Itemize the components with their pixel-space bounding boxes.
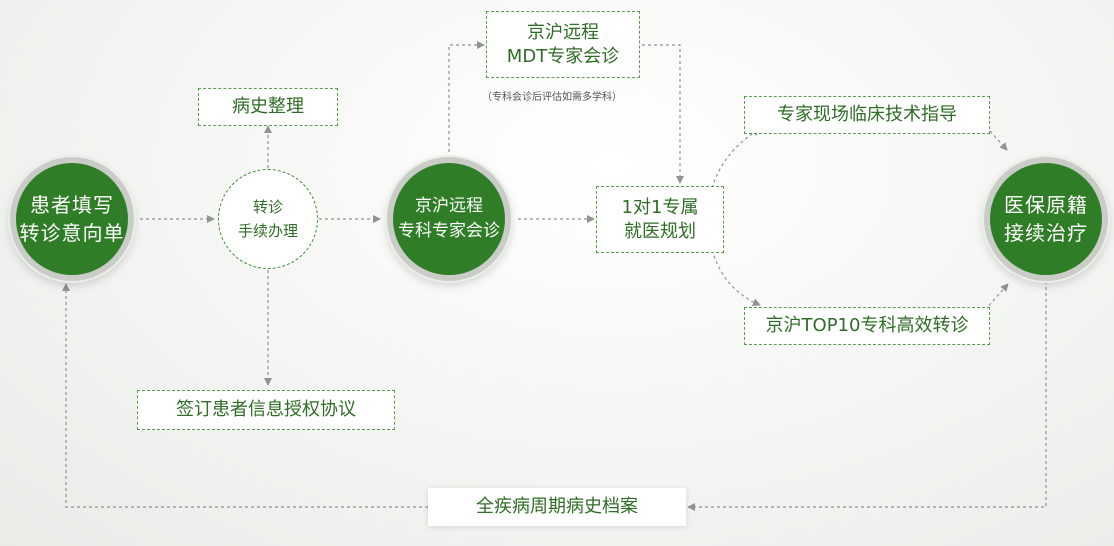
- sign-agreement-label: 签订患者信息授权协议: [176, 399, 356, 420]
- medical-insurance-line1: 医保原籍: [1004, 193, 1088, 217]
- history-sort-label: 病史整理: [232, 96, 304, 117]
- referral-line2: 手续办理: [237, 222, 298, 240]
- node-exclusive-plan: 1对1专属 就医规划: [596, 186, 724, 253]
- node-history-sort: 病史整理: [198, 88, 338, 126]
- connector-record-to-form: [62, 283, 428, 508]
- referral-line1: 转诊: [252, 198, 283, 216]
- patient-form-line2: 转诊意向单: [19, 221, 125, 245]
- connector-plan-to-top10: [711, 249, 761, 306]
- connector-mdt-to-plan: [642, 44, 684, 184]
- node-referral: 转诊 手续办理: [218, 169, 318, 269]
- node-patient-form: 患者填写 转诊意向单: [10, 157, 134, 281]
- node-onsite-guidance: 专家现场临床技术指导: [744, 96, 990, 134]
- exclusive-plan-line1: 1对1专属: [621, 196, 699, 218]
- top10-referral-label: 京沪TOP10专科高效转诊: [765, 315, 969, 336]
- node-lifecycle-record: 全疾病周期病史档案: [428, 488, 686, 526]
- node-specialist-consult: 京沪远程 专科专家会诊: [387, 157, 511, 281]
- connector-guidance-to-insurance: [989, 130, 1008, 151]
- node-mdt-consult: 京沪远程 MDT专家会诊: [486, 11, 640, 78]
- lifecycle-record-label: 全疾病周期病史档案: [476, 496, 638, 517]
- connector-consult-to-mdt: [448, 41, 485, 158]
- exclusive-plan-line2: 就医规划: [624, 220, 696, 242]
- patient-form-line1: 患者填写: [30, 193, 114, 217]
- mdt-note: （专科会诊后评估如需多学科）: [482, 92, 622, 103]
- node-top10-referral: 京沪TOP10专科高效转诊: [744, 307, 990, 345]
- specialist-consult-line2: 专科专家会诊: [398, 221, 500, 241]
- connector-insurance-to-record: [687, 281, 1047, 511]
- specialist-consult-line1: 京沪远程: [415, 196, 483, 216]
- node-sign-agreement: 签订患者信息授权协议: [137, 390, 395, 430]
- mdt-line1: 京沪远程: [526, 21, 599, 43]
- onsite-guidance-label: 专家现场临床技术指导: [777, 104, 957, 125]
- connector-plan-to-guidance: [711, 128, 761, 189]
- medical-insurance-line2: 接续治疗: [1004, 221, 1088, 245]
- mdt-line2: MDT专家会诊: [506, 45, 620, 67]
- node-medical-insurance: 医保原籍 接续治疗: [984, 157, 1108, 281]
